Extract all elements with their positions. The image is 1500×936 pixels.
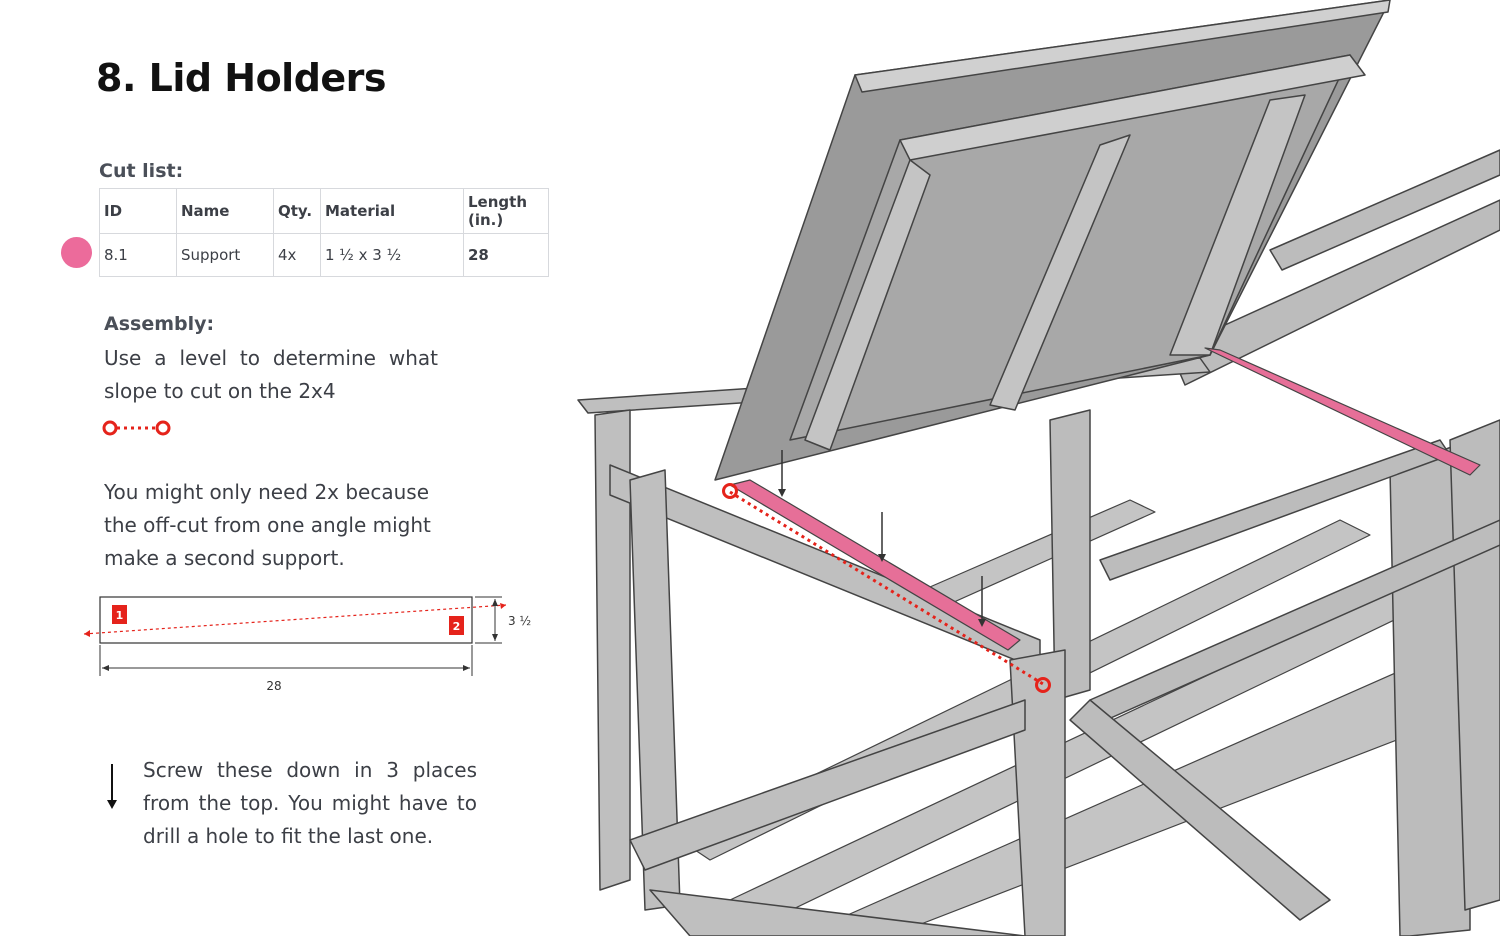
height-label: 3 ½ xyxy=(508,614,531,628)
cut-list-heading: Cut list: xyxy=(99,160,184,182)
column-header-material: Material xyxy=(320,188,464,234)
lid-holder-illustration xyxy=(577,0,1500,936)
column-header-id: ID xyxy=(99,188,177,234)
badge-2-label: 2 xyxy=(453,620,461,633)
cut-end-marker xyxy=(1035,677,1051,693)
screw-arrow-heads xyxy=(778,489,986,627)
cell-qty: 4x xyxy=(273,233,321,277)
cell-length: 28 xyxy=(463,233,549,277)
cut-line-legend-icon xyxy=(102,420,171,436)
cut-list-header-row: ID Name Qty. Material Length (in.) xyxy=(99,188,549,234)
support-color-marker xyxy=(61,237,92,268)
cut-list-table: ID Name Qty. Material Length (in.) 8.1 S… xyxy=(99,188,549,277)
lid-support-front xyxy=(729,479,1021,651)
cell-name: Support xyxy=(176,233,274,277)
cut-line xyxy=(83,604,507,635)
level-instruction: Use a level to determine what slope to c… xyxy=(104,346,438,403)
cut-line-start-arrow-icon xyxy=(84,630,90,637)
screw-instruction: Screw these down in 3 places from the to… xyxy=(143,758,477,848)
screw-arrows xyxy=(781,450,983,620)
cut-start-marker xyxy=(722,483,738,499)
storage-box-frame xyxy=(1049,149,1500,936)
open-lid xyxy=(714,0,1391,481)
cut-diagram: 1 2 28 3 ½ xyxy=(83,596,531,693)
board-outline xyxy=(99,596,473,644)
slope-cut-line xyxy=(729,490,1044,686)
lid-support-right xyxy=(1204,347,1481,476)
front-frame xyxy=(577,357,1211,936)
cell-material: 1 ½ x 3 ½ xyxy=(320,233,464,277)
cut-line-end-arrow-icon xyxy=(500,603,506,609)
column-header-qty: Qty. xyxy=(273,188,321,234)
length-label: 28 xyxy=(266,679,281,693)
screw-down-arrow-icon xyxy=(107,764,117,809)
badge-1 xyxy=(112,605,127,624)
cell-id: 8.1 xyxy=(99,233,177,277)
badge-1-label: 1 xyxy=(116,609,124,622)
assembly-heading: Assembly: xyxy=(104,313,215,335)
table-row: 8.1 Support 4x 1 ½ x 3 ½ 28 xyxy=(99,233,549,277)
page-title: 8. Lid Holders xyxy=(96,56,387,100)
column-header-name: Name xyxy=(176,188,274,234)
column-header-length: Length (in.) xyxy=(463,188,549,234)
badge-2 xyxy=(449,616,464,635)
offcut-note: You might only need 2x because the off-c… xyxy=(104,480,431,570)
